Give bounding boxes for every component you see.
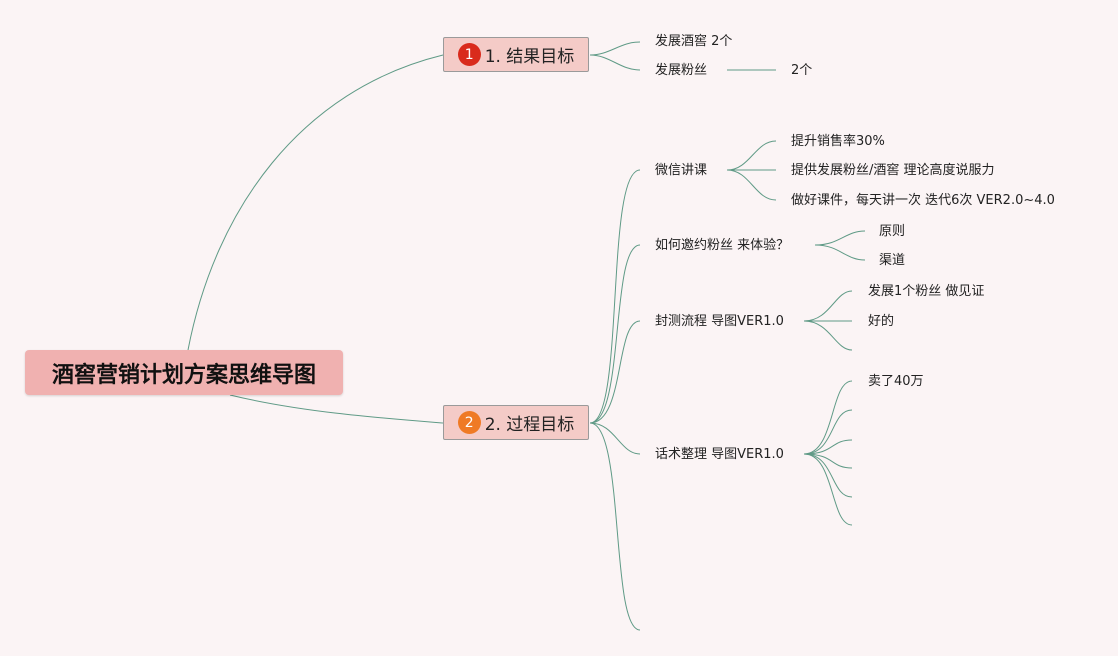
branch-result-goals[interactable]: 1 1. 结果目标 [443, 37, 589, 72]
branch-process-goals[interactable]: 2 2. 过程目标 [443, 405, 589, 440]
root-title: 酒窖营销计划方案思维导图 [51, 362, 316, 388]
topic-develop-cellar[interactable]: 发展酒窖 2个 [655, 34, 733, 49]
link-script-1 [803, 380, 853, 455]
link-script-4 [803, 453, 853, 469]
link-script-2 [803, 409, 853, 455]
topic-develop-fans[interactable]: 发展粉丝 [655, 63, 708, 78]
topic-script-organize[interactable]: 话术整理 导图VER1.0 [655, 447, 784, 462]
subtopic-principles[interactable]: 原则 [879, 224, 906, 239]
link-invite-2 [814, 244, 866, 261]
link-script-6 [803, 453, 853, 526]
priority-2-icon: 2 [457, 411, 481, 434]
link-b2-item-5 [589, 422, 641, 631]
priority-1-icon: 1 [457, 43, 481, 66]
link-test-1 [803, 290, 853, 322]
subtopic-persuasion[interactable]: 提供发展粉丝/酒窖 理论高度说服力 [791, 163, 995, 178]
link-root-branch-1 [187, 54, 444, 351]
subtopic-channels[interactable]: 渠道 [879, 253, 906, 268]
subtopic-sold-400k[interactable]: 卖了40万 [868, 374, 924, 389]
link-b1-item-1 [589, 41, 641, 56]
link-b2-item-1 [589, 169, 641, 424]
subtopic-courseware[interactable]: 做好课件，每天讲一次 迭代6次 VER2.0~4.0 [791, 193, 1055, 208]
topic-wechat-lecture[interactable]: 微信讲课 [655, 163, 708, 178]
link-root-branch-2 [229, 394, 444, 424]
branch-label: 1. 结果目标 [484, 47, 575, 67]
link-test-3 [803, 320, 853, 351]
subtopic-witness-fan[interactable]: 发展1个粉丝 做见证 [868, 284, 985, 299]
link-wechat-1 [726, 140, 777, 171]
link-invite-1 [814, 230, 866, 246]
link-wechat-3 [726, 169, 777, 201]
subtopic-ok[interactable]: 好的 [868, 314, 895, 329]
topic-invite-fans[interactable]: 如何邀约粉丝 来体验？ [655, 238, 790, 253]
link-b1-item-2 [589, 54, 641, 71]
link-b2-item-3 [589, 320, 641, 424]
topic-beta-process[interactable]: 封测流程 导图VER1.0 [655, 314, 784, 329]
link-b2-item-2 [589, 244, 641, 424]
root-node[interactable]: 酒窖营销计划方案思维导图 [25, 350, 343, 395]
topic-fans-count[interactable]: 2个 [791, 63, 813, 78]
subtopic-sales-rate[interactable]: 提升销售率30% [791, 134, 885, 149]
link-script-5 [803, 453, 853, 498]
link-script-3 [803, 439, 853, 455]
link-b2-item-4 [589, 422, 641, 455]
branch-label: 2. 过程目标 [484, 415, 575, 435]
